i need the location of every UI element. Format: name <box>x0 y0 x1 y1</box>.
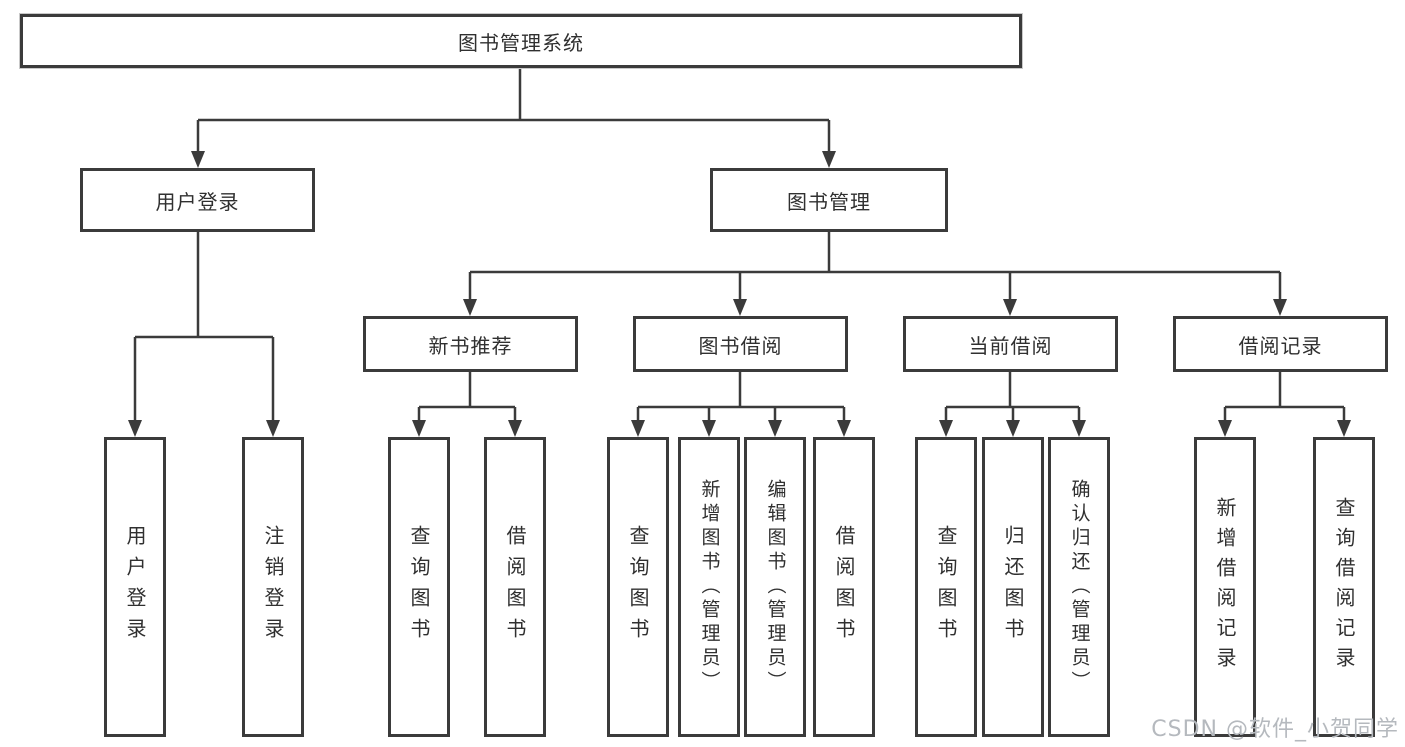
arrow-down-icon <box>128 420 142 437</box>
arrow-down-icon <box>1003 299 1017 316</box>
borrow-record-branch-line <box>1223 372 1346 422</box>
arrow-down-icon <box>1337 420 1351 437</box>
node-new-book-recommend: 新书推荐 <box>363 316 578 372</box>
book-management-branch-line <box>468 232 1282 301</box>
node-library-management-system: 图书管理系统 <box>20 14 1022 68</box>
arrow-down-icon <box>1273 299 1287 316</box>
node-label: 用户登录 <box>155 189 240 214</box>
leaf-return-book: 归还图书 <box>982 437 1044 737</box>
node-label: 新书推荐 <box>428 333 513 358</box>
arrow-down-icon <box>1218 420 1232 437</box>
current-borrow-branch-line <box>944 372 1081 422</box>
leaf-confirm-return-admin: 确认归还（管理员） <box>1048 437 1110 737</box>
leaf-label: 查询借阅记录 <box>1332 497 1356 677</box>
leaf-label: 查询图书 <box>407 525 431 649</box>
arrow-down-icon <box>191 151 205 168</box>
node-label: 图书管理系统 <box>458 30 584 55</box>
leaf-add-book-admin: 新增图书（管理员） <box>678 437 740 737</box>
node-label: 图书借阅 <box>698 333 783 358</box>
watermark: CSDN @软件_小贺同学 <box>1151 717 1399 742</box>
root-branch-line <box>196 67 831 153</box>
book-borrow-branch-line <box>636 372 846 422</box>
node-user-login: 用户登录 <box>80 168 315 232</box>
node-label: 借阅记录 <box>1238 333 1323 358</box>
leaf-label: 查询图书 <box>934 525 958 649</box>
node-label: 当前借阅 <box>968 333 1053 358</box>
leaf-label: 新增借阅记录 <box>1213 497 1237 677</box>
leaf-label: 新增图书（管理员） <box>698 479 721 695</box>
leaf-label: 借阅图书 <box>503 525 527 649</box>
leaf-label: 注销登录 <box>261 525 285 649</box>
leaf-label: 借阅图书 <box>832 525 856 649</box>
user-login-branch-line <box>133 232 275 422</box>
leaf-query-borrow-record: 查询借阅记录 <box>1313 437 1375 737</box>
node-book-management: 图书管理 <box>710 168 948 232</box>
arrow-down-icon <box>412 420 426 437</box>
arrow-down-icon <box>508 420 522 437</box>
leaf-label: 确认归还（管理员） <box>1068 479 1091 695</box>
arrowheads <box>128 151 1351 437</box>
leaf-label: 归还图书 <box>1001 525 1025 649</box>
leaf-logout: 注销登录 <box>242 437 304 737</box>
arrow-down-icon <box>768 420 782 437</box>
leaf-label: 编辑图书（管理员） <box>764 479 787 695</box>
leaf-user-login: 用户登录 <box>104 437 166 737</box>
leaf-add-borrow-record: 新增借阅记录 <box>1194 437 1256 737</box>
arrow-down-icon <box>702 420 716 437</box>
arrow-down-icon <box>631 420 645 437</box>
leaf-borrow-books-borrow: 借阅图书 <box>813 437 875 737</box>
leaf-borrow-books-recommend: 借阅图书 <box>484 437 546 737</box>
arrow-down-icon <box>822 151 836 168</box>
leaf-query-books-borrow: 查询图书 <box>607 437 669 737</box>
node-borrow-records: 借阅记录 <box>1173 316 1388 372</box>
leaf-query-books-current: 查询图书 <box>915 437 977 737</box>
node-label: 图书管理 <box>787 189 871 214</box>
leaf-label: 用户登录 <box>123 525 147 649</box>
leaf-label: 查询图书 <box>626 525 650 649</box>
arrow-down-icon <box>1072 420 1086 437</box>
leaf-query-books-recommend: 查询图书 <box>388 437 450 737</box>
arrow-down-icon <box>733 299 747 316</box>
node-current-borrow: 当前借阅 <box>903 316 1118 372</box>
arrow-down-icon <box>1006 420 1020 437</box>
arrow-down-icon <box>939 420 953 437</box>
node-book-borrow: 图书借阅 <box>633 316 848 372</box>
leaf-edit-book-admin: 编辑图书（管理员） <box>744 437 806 737</box>
arrow-down-icon <box>837 420 851 437</box>
arrow-down-icon <box>463 299 477 316</box>
new-book-branch-line <box>417 372 517 422</box>
arrow-down-icon <box>266 420 280 437</box>
